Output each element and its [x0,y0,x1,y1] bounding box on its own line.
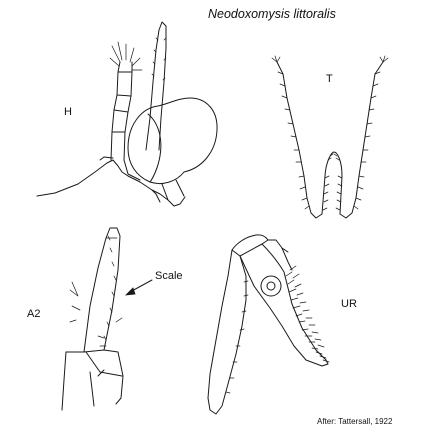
head-figure [36,21,218,207]
figure-title: Neodoxomysis littoralis [208,7,336,21]
label-scale: Scale [155,270,183,282]
telson-figure [271,55,389,219]
credit-text: After: Tattersall, 1922 [317,417,393,426]
antenna-figure [61,227,124,411]
scale-arrow [124,279,153,296]
label-antenna: A2 [27,308,41,320]
uropod-figure [207,234,330,415]
label-telson: T [326,73,333,85]
label-head: H [64,106,72,118]
label-uropod: UR [341,298,357,310]
